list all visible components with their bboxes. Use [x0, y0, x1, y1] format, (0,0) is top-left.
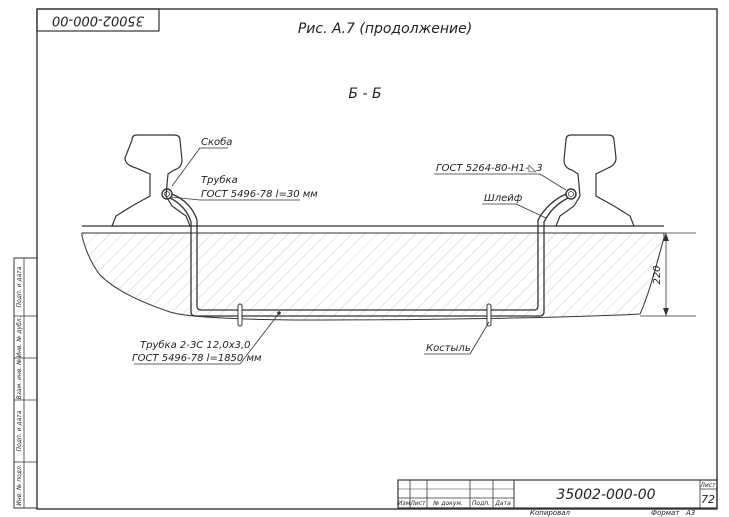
spike-left [237, 303, 243, 327]
callout-skoba: Скоба [171, 136, 232, 187]
svg-text:ГОСТ 5496-78 l=30 мм: ГОСТ 5496-78 l=30 мм [201, 189, 318, 200]
svg-text:220: 220 [652, 265, 663, 284]
figure-caption: Рис. А.7 (продолжение) [298, 21, 472, 37]
right-tube-inner [568, 191, 574, 197]
svg-text:Лист: Лист [699, 482, 716, 489]
svg-text:Подп. и дата: Подп. и дата [16, 410, 23, 451]
designation: 35002-000-00 [556, 487, 655, 503]
svg-text:Трубка 2-ЗС 12,0x3,0: Трубка 2-ЗС 12,0x3,0 [140, 339, 251, 351]
jumper-wire-outer [169, 197, 569, 317]
svg-text:Взам. инв. №: Взам. инв. № [16, 359, 23, 400]
svg-text:№ докум.: № докум. [432, 500, 463, 507]
callout-trubka: Трубка ГОСТ 5496-78 l=30 мм [169, 174, 318, 201]
sheet-number: 72 [701, 493, 715, 506]
dimension-220: 220 [640, 232, 696, 317]
svg-text:Копировал: Копировал [530, 509, 571, 517]
callout-trubka-2: Трубка 2-ЗС 12,0x3,0 ГОСТ 5496-78 l=1850… [132, 311, 281, 365]
svg-text:Инв. № дубл.: Инв. № дубл. [16, 316, 23, 357]
svg-text:Трубка: Трубка [201, 174, 238, 186]
svg-text:Дата: Дата [494, 500, 511, 507]
spike-right [486, 303, 492, 327]
svg-text:ГОСТ 5496-78 l=1850 мм: ГОСТ 5496-78 l=1850 мм [132, 353, 262, 364]
svg-text:Подп.: Подп. [472, 500, 490, 507]
left-tube-inner [164, 191, 170, 197]
svg-text:Подп. и дата: Подп. и дата [16, 266, 23, 307]
svg-text:Шлейф: Шлейф [484, 193, 523, 204]
title-block: Изм Лист № докум. Подп. Дата 35002-000-0… [397, 479, 718, 517]
side-strip: Подп. и дата Инв. № дубл. Взам. инв. № П… [13, 257, 38, 509]
callout-gost-weld: ГОСТ 5264-80-Н1-◺3 [434, 163, 567, 191]
svg-text:Инв. № подл.: Инв. № подл. [16, 464, 23, 505]
stamp-box [36, 8, 160, 32]
svg-text:Изм: Изм [398, 500, 411, 507]
svg-text:Лист: Лист [409, 500, 426, 507]
jumper-wire-inner [171, 193, 567, 311]
svg-text:Костыль: Костыль [426, 343, 471, 354]
stamp-code: 35002-000-00 [52, 13, 144, 28]
svg-text:А3: А3 [685, 509, 695, 517]
svg-text:ГОСТ 5264-80-Н1-◺3: ГОСТ 5264-80-Н1-◺3 [436, 163, 543, 174]
svg-text:Скоба: Скоба [201, 136, 232, 148]
left-rail [111, 134, 191, 227]
svg-text:Формат: Формат [651, 509, 680, 517]
callout-shleif: Шлейф [482, 193, 547, 219]
callout-kostyl: Костыль [424, 321, 490, 355]
section-label: Б - Б [348, 86, 381, 102]
right-tube-connector [565, 188, 577, 200]
ballast-section [81, 232, 665, 321]
right-rail [555, 134, 635, 227]
